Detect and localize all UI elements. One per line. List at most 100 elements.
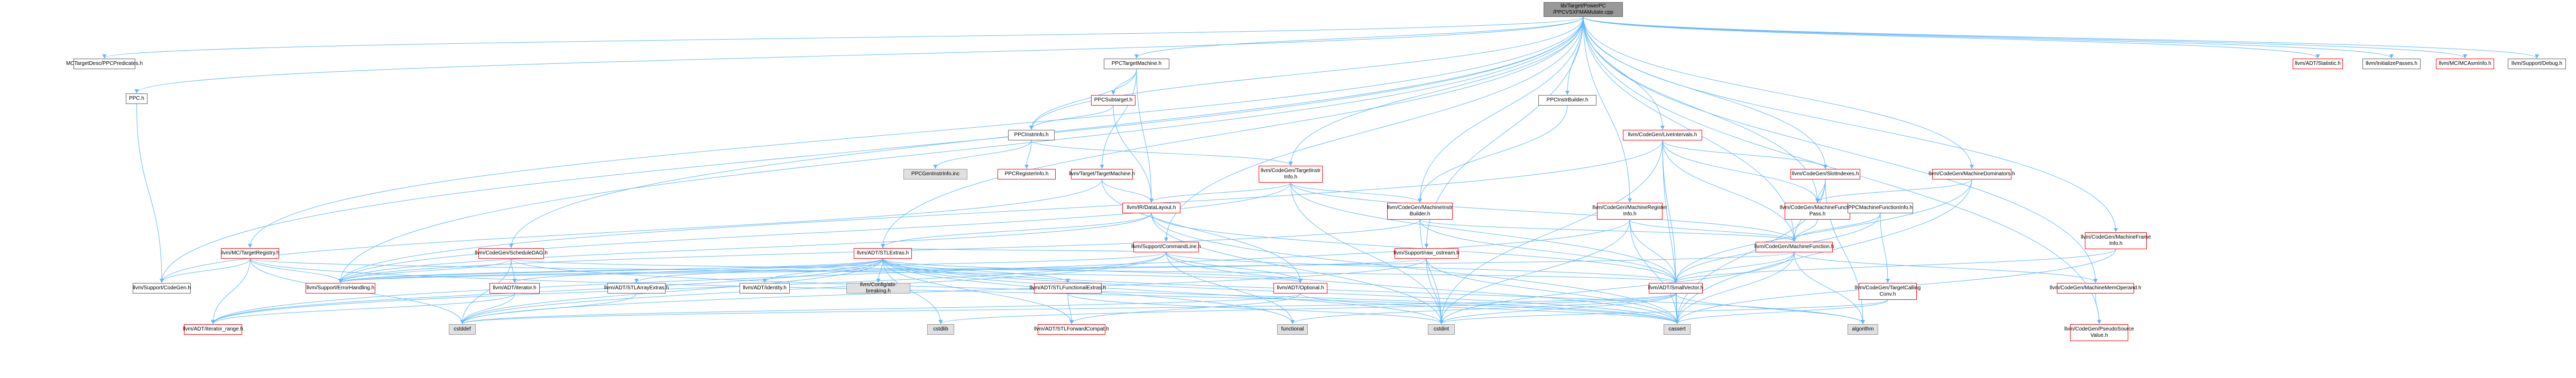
- graph-node-stlarray[interactable]: llvm/ADT/STLArrayExtras.h: [604, 283, 669, 294]
- graph-node-datalayout[interactable]: llvm/IR/DataLayout.h: [1122, 203, 1180, 213]
- edge-stlextras-to-stlfunc: [882, 258, 1070, 283]
- graph-node-psv[interactable]: llvm/CodeGen/PseudoSource Value.h: [2064, 324, 2134, 341]
- graph-node-ppctm[interactable]: PPCTargetMachine.h: [1104, 59, 1169, 69]
- graph-node-mcasm[interactable]: llvm/MC/MCAsmInfo.h: [2436, 59, 2494, 69]
- graph-node-mib[interactable]: llvm/CodeGen/MachineInstr Builder.h: [1387, 203, 1453, 220]
- edge-stlextras-to-cstdint: [882, 258, 1444, 324]
- graph-node-codegen[interactable]: llvm/Support/CodeGen.h: [133, 283, 191, 294]
- edge-mcreg-to-optional: [250, 258, 1303, 283]
- graph-node-root[interactable]: lib/Target/PowerPC /PPCVSXFMAMutate.cpp: [1544, 2, 1623, 17]
- edge-root-to-mib: [1418, 16, 1584, 203]
- graph-node-mf[interactable]: llvm/CodeGen/MachineFunction.h: [1755, 242, 1834, 252]
- edge-root-to-mfp: [1583, 16, 1820, 203]
- edge-lis-to-slotidx: [1662, 140, 1827, 169]
- graph-node-debug[interactable]: llvm/Support/Debug.h: [2508, 59, 2566, 69]
- graph-node-ppcinstrb[interactable]: PPCInstrBuilder.h: [1538, 95, 1596, 106]
- edge-sched-to-errh: [338, 258, 512, 283]
- graph-node-stlfunc[interactable]: llvm/ADT/STLFunctionalExtras.h: [1030, 283, 1106, 294]
- graph-node-mframe[interactable]: llvm/CodeGen/MachineFrame Info.h: [2081, 232, 2151, 249]
- edge-mib-to-cstdint: [1419, 219, 1444, 324]
- graph-node-mri[interactable]: llvm/CodeGen/MachineRegister Info.h: [1592, 203, 1667, 220]
- graph-node-ppch[interactable]: PPC.h: [126, 93, 147, 104]
- edge-targetmachine-to-datalayout: [1102, 179, 1153, 203]
- graph-node-tcc[interactable]: llvm/CodeGen/TargetCalling Conv.h: [1855, 283, 1921, 300]
- edge-rawos-to-errh: [338, 258, 1427, 283]
- graph-node-sched[interactable]: llvm/CodeGen/ScheduleDAG.h: [475, 248, 548, 259]
- edge-stlextras-to-stlarray: [634, 258, 883, 283]
- graph-node-stlfwd[interactable]: llvm/ADT/STLForwardCompat.h: [1034, 324, 1109, 335]
- edge-root-to-mctd: [103, 16, 1584, 59]
- edge-root-to-ppcinstrinfo: [1029, 16, 1584, 130]
- graph-node-cstdlib[interactable]: cstdlib: [927, 324, 954, 335]
- edge-lis-to-cstdint: [1439, 140, 1663, 324]
- edge-tii-to-datalayout: [1149, 182, 1291, 203]
- edge-cmdline-to-iterrange: [211, 252, 1167, 324]
- edge-mri-to-mf: [1629, 219, 1796, 242]
- edge-mf-to-smallvec: [1674, 252, 1795, 283]
- graph-node-slotidx[interactable]: llvm/CodeGen/SlotIndexes.h: [1790, 169, 1860, 179]
- edge-ppcinstrinfo-to-ppcgeninstr: [933, 140, 1032, 169]
- edge-root-to-mdom: [1583, 16, 1974, 169]
- edge-cmdline-to-errh: [338, 252, 1167, 283]
- graph-node-stlextras[interactable]: llvm/ADT/STLExtras.h: [854, 248, 912, 259]
- edge-stlextras-to-identity: [762, 258, 883, 283]
- graph-node-algorithm[interactable]: algorithm: [1848, 324, 1878, 335]
- edge-cmdline-to-cassert: [1166, 252, 1679, 324]
- graph-node-statistic[interactable]: llvm/ADT/Statistic.h: [2293, 59, 2343, 69]
- edge-cmdline-to-smallvec: [1166, 252, 1678, 283]
- edge-stlextras-to-errh: [338, 258, 883, 283]
- graph-node-rawos[interactable]: llvm/Support/raw_ostream.h: [1393, 248, 1460, 259]
- graph-node-lis[interactable]: llvm/CodeGen/LiveIntervals.h: [1623, 130, 1702, 140]
- graph-node-ppcmfi[interactable]: PPCMachineFunctionInfo.h: [1848, 203, 1913, 213]
- edge-sched-to-cstddef: [460, 258, 512, 324]
- edge-stlextras-to-iterator: [512, 258, 883, 283]
- graph-node-cassert[interactable]: cassert: [1664, 324, 1691, 335]
- graph-node-tii[interactable]: llvm/CodeGen/TargetInstr Info.h: [1259, 166, 1323, 183]
- edge-stlfunc-to-cstdint: [1067, 293, 1444, 324]
- edge-smallvec-to-cstdlib: [938, 293, 1676, 324]
- graph-node-mcreg[interactable]: llvm/MC/TargetRegistry.h: [221, 248, 279, 259]
- edge-mdom-to-smallvec: [1674, 179, 1972, 283]
- edge-tcc-to-cstdint: [1439, 299, 1888, 324]
- graph-node-iterrange[interactable]: llvm/ADT/iterator_range.h: [183, 324, 243, 335]
- graph-node-smallvec[interactable]: llvm/ADT/SmallVector.h: [1648, 283, 1703, 294]
- edge-root-to-mf: [1583, 16, 1796, 242]
- graph-node-cmdline[interactable]: llvm/Support/CommandLine.h: [1131, 242, 1201, 252]
- edge-iterator-to-cstddef: [460, 293, 515, 324]
- edge-datalayout-to-smallvec: [1151, 213, 1678, 283]
- graph-node-mmo[interactable]: llvm/CodeGen/MachineMemOperand.h: [2049, 283, 2141, 294]
- edge-root-to-debug: [1583, 16, 2539, 59]
- graph-node-ppcreg[interactable]: PPCRegisterInfo.h: [998, 169, 1056, 179]
- edge-root-to-mframe: [1583, 16, 2118, 232]
- graph-node-mctd[interactable]: MCTargetDesc/PPCPredicates.h: [66, 59, 143, 69]
- edge-ppctm-to-ppcsub: [1111, 69, 1137, 95]
- graph-node-iterator[interactable]: llvm/ADT/iterator.h: [490, 283, 540, 294]
- graph-node-errh[interactable]: llvm/Support/ErrorHandling.h: [306, 283, 375, 294]
- graph-node-ppcsub[interactable]: PPCSubtarget.h: [1091, 95, 1135, 106]
- graph-node-optional[interactable]: llvm/ADT/Optional.h: [1273, 283, 1327, 294]
- graph-node-functional[interactable]: functional: [1277, 324, 1308, 335]
- graph-node-mdom[interactable]: llvm/CodeGen/MachineDominators.h: [1928, 169, 2015, 179]
- edge-mri-to-iterrange: [211, 219, 1630, 324]
- graph-node-mfp[interactable]: llvm/CodeGen/MachineFunction Pass.h: [1780, 203, 1855, 220]
- graph-node-ppcinstrinfo[interactable]: PPCInstrInfo.h: [1008, 130, 1055, 140]
- edge-root-to-cmdline: [1164, 16, 1584, 242]
- edge-cmdline-to-cstddef: [460, 252, 1167, 324]
- edge-cmdline-to-optional: [1166, 252, 1303, 283]
- edge-lis-to-mfp: [1662, 140, 1820, 203]
- graph-node-identity[interactable]: llvm/ADT/identity.h: [740, 283, 790, 294]
- edge-cmdline-to-functional: [1166, 252, 1295, 324]
- edge-root-to-initpasses: [1583, 16, 2394, 59]
- graph-node-ppcgeninstr[interactable]: PPCGenInstrInfo.inc: [903, 169, 967, 179]
- edge-lis-to-cassert: [1662, 140, 1679, 324]
- graph-node-cstdint[interactable]: cstdint: [1428, 324, 1455, 335]
- graph-node-targetmachine[interactable]: llvm/Target/TargetMachine.h: [1069, 169, 1135, 179]
- graph-node-cfgbreak[interactable]: llvm/Config/abi-breaking.h: [846, 282, 910, 294]
- edge-root-to-ppctm: [1134, 16, 1584, 59]
- edge-sched-to-iterator: [511, 258, 517, 283]
- edge-smallvec-to-algorithm: [1675, 293, 1865, 324]
- graph-node-cstddef[interactable]: cstddef: [449, 324, 476, 335]
- graph-node-initpasses[interactable]: llvm/InitializePasses.h: [2362, 59, 2421, 69]
- edge-root-to-mcasm: [1583, 16, 2467, 59]
- edge-ppch-to-codegen: [136, 103, 164, 283]
